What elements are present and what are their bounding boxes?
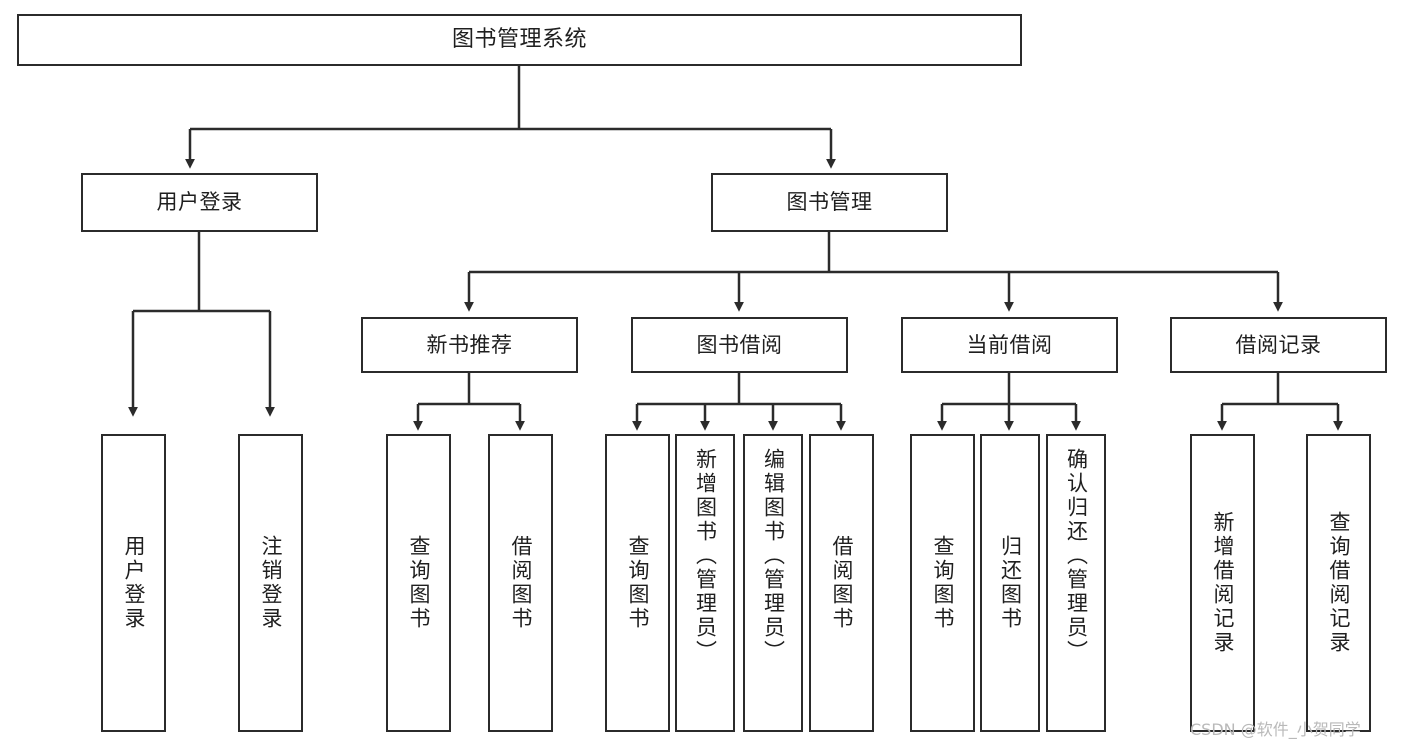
node-leaf-return-book[interactable]: 归还图书 [980, 434, 1040, 732]
node-leaf-borrow-book-1[interactable]: 借阅图书 [488, 434, 553, 732]
node-current-borrow-label: 当前借阅 [966, 332, 1053, 357]
node-user-login[interactable]: 用户登录 [81, 173, 318, 232]
node-book-borrow-label: 图书借阅 [696, 332, 783, 357]
node-leaf-borrow-book-2-label: 借阅图书 [830, 535, 854, 631]
node-root-label: 图书管理系统 [451, 27, 587, 53]
node-book-borrow[interactable]: 图书借阅 [631, 317, 848, 373]
node-leaf-add-record[interactable]: 新增借阅记录 [1190, 434, 1255, 732]
node-leaf-add-record-label: 新增借阅记录 [1211, 511, 1235, 655]
node-leaf-query-book-3-label: 查询图书 [931, 535, 955, 631]
node-leaf-query-book-2-label: 查询图书 [626, 535, 650, 631]
node-leaf-confirm-return-label: 确认归还（管理员） [1064, 448, 1089, 664]
node-current-borrow[interactable]: 当前借阅 [901, 317, 1118, 373]
node-new-book-rec-label: 新书推荐 [426, 332, 513, 357]
node-leaf-query-book-3[interactable]: 查询图书 [910, 434, 975, 732]
node-new-book-rec[interactable]: 新书推荐 [361, 317, 578, 373]
node-leaf-borrow-book-2[interactable]: 借阅图书 [809, 434, 874, 732]
node-book-manage[interactable]: 图书管理 [711, 173, 948, 232]
node-leaf-user-login[interactable]: 用户登录 [101, 434, 166, 732]
node-leaf-return-book-label: 归还图书 [998, 535, 1023, 631]
node-leaf-query-book-2[interactable]: 查询图书 [605, 434, 670, 732]
node-borrow-record-label: 借阅记录 [1235, 332, 1322, 357]
node-leaf-logout[interactable]: 注销登录 [238, 434, 303, 732]
node-leaf-edit-book-label: 编辑图书（管理员） [761, 448, 786, 664]
node-leaf-query-book-1[interactable]: 查询图书 [386, 434, 451, 732]
node-leaf-user-login-label: 用户登录 [122, 535, 146, 631]
node-leaf-edit-book[interactable]: 编辑图书（管理员） [743, 434, 803, 732]
node-leaf-query-book-1-label: 查询图书 [407, 535, 431, 631]
node-leaf-add-book[interactable]: 新增图书（管理员） [675, 434, 735, 732]
node-leaf-confirm-return[interactable]: 确认归还（管理员） [1046, 434, 1106, 732]
node-leaf-borrow-book-1-label: 借阅图书 [509, 535, 533, 631]
node-book-manage-label: 图书管理 [786, 190, 873, 215]
node-leaf-query-record[interactable]: 查询借阅记录 [1306, 434, 1371, 732]
node-user-login-label: 用户登录 [156, 190, 243, 215]
node-root[interactable]: 图书管理系统 [17, 14, 1022, 66]
node-leaf-query-record-label: 查询借阅记录 [1327, 511, 1351, 655]
node-borrow-record[interactable]: 借阅记录 [1170, 317, 1387, 373]
node-leaf-add-book-label: 新增图书（管理员） [693, 448, 718, 664]
watermark-text: CSDN @软件_小贺同学 [1190, 720, 1361, 739]
node-leaf-logout-label: 注销登录 [259, 535, 283, 631]
